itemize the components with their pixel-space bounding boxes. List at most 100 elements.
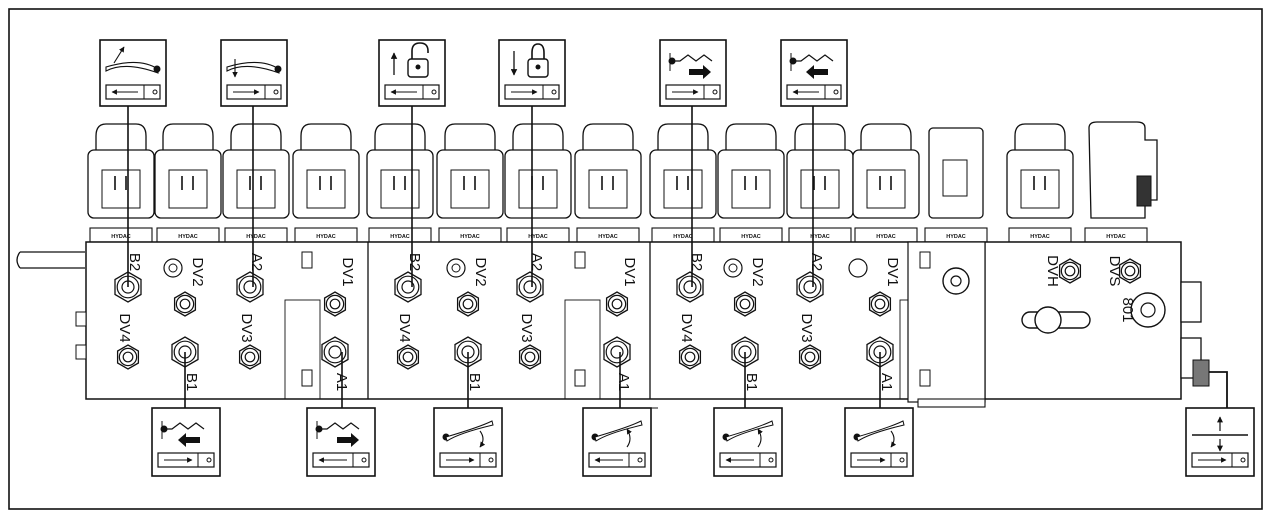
arrow-up-icon (626, 428, 632, 448)
plug (168, 263, 178, 273)
coil-body (154, 149, 222, 219)
side-boss (301, 251, 313, 269)
coil-body (436, 149, 504, 219)
coil-cap (512, 123, 564, 150)
bottom-function-symbol (1185, 407, 1255, 477)
coil-body (717, 149, 785, 219)
port-dv2: DV2 (456, 257, 489, 317)
port-bore (402, 351, 414, 363)
port-label: A1 (615, 373, 632, 391)
arrow-up-icon (757, 428, 763, 448)
coil-body (852, 149, 920, 219)
manifold-recess (284, 299, 321, 400)
top-function-symbol (99, 39, 167, 107)
end-plate-lever-hub (1034, 306, 1062, 334)
coil-cap (374, 123, 426, 150)
top-function-symbol (659, 39, 727, 107)
top-function-symbol (378, 39, 446, 107)
coil-connector (168, 169, 208, 209)
solenoid-coil: HYDAC (786, 123, 854, 243)
top-function-symbol (780, 39, 848, 107)
coil-cap (162, 123, 214, 150)
handle-pin (768, 457, 774, 463)
top-function-symbol (498, 39, 566, 107)
port-dv1: DV1 (605, 257, 638, 317)
port-label: DVS (1106, 256, 1123, 287)
coil-cap (582, 123, 634, 150)
coil-connector (236, 169, 276, 209)
solenoid-coil: HYDAC (852, 123, 920, 243)
coil-brand-label: HYDAC (741, 234, 761, 240)
port-label: B1 (743, 373, 760, 391)
port-label: B2 (688, 253, 705, 271)
plug (451, 263, 461, 273)
coil-brand-label: HYDAC (876, 234, 896, 240)
port-801-bore (1140, 302, 1156, 318)
port-bore (684, 351, 696, 363)
port-bore (523, 280, 537, 294)
port-label: DV3 (518, 313, 535, 342)
port-label: DV1 (621, 257, 638, 286)
handle-pin (206, 457, 212, 463)
coil-connector (663, 169, 703, 209)
port-dv3: DV3 (798, 313, 822, 370)
coil-brand-label: HYDAC (246, 234, 266, 240)
coil-connector (518, 169, 558, 209)
port-bore (804, 351, 816, 363)
port-bore (524, 351, 536, 363)
manifold-block (16, 241, 1228, 414)
coil-cap (230, 123, 282, 150)
plug (848, 258, 868, 278)
folding-arm (793, 54, 834, 62)
coil-brand-label: HYDAC (390, 234, 410, 240)
port-dv4: DV4 (116, 313, 140, 370)
port-dvh: DVH (1044, 255, 1082, 287)
coil-brand-label: HYDAC (460, 234, 480, 240)
coil-cap (794, 123, 846, 150)
handle-pin (899, 457, 905, 463)
port-label: B2 (126, 253, 143, 271)
side-boss (919, 369, 931, 387)
coupling-line (1209, 371, 1228, 414)
handle-pin (833, 89, 839, 95)
fitting (950, 275, 962, 287)
pivot (153, 65, 161, 73)
manifold-recess (564, 299, 601, 400)
port-label: 801 (1119, 297, 1136, 322)
solenoid-coil: HYDAC (222, 123, 290, 243)
port-bore (462, 298, 474, 310)
port-label: DV3 (798, 313, 815, 342)
side-boss (75, 344, 87, 360)
coil-cap (725, 123, 777, 150)
manifold-foot (917, 398, 986, 408)
coil-brand-label: HYDAC (1106, 234, 1126, 240)
diagram-frame (8, 8, 1263, 510)
coil-cap (657, 123, 709, 150)
port-dv1: DV1 (323, 257, 356, 317)
pivot (274, 65, 282, 73)
port-label: DV1 (884, 257, 901, 286)
coil-body (649, 149, 717, 219)
port-label: B2 (406, 253, 423, 271)
manifold-body (85, 241, 1182, 400)
solenoid-coil: HYDAC (717, 123, 785, 243)
port-dvs: DVS (1106, 256, 1142, 287)
boom-section (226, 61, 280, 74)
coil-connector (588, 169, 628, 209)
coil-cap (95, 123, 147, 150)
port-bore (1064, 265, 1076, 277)
port-a2: A2 (236, 253, 265, 303)
coil-cap (860, 123, 912, 150)
coil-body (222, 149, 290, 219)
port-label: B1 (466, 373, 483, 391)
port-label: A2 (808, 253, 825, 271)
boom-section (594, 420, 643, 442)
port-label: B1 (183, 373, 200, 391)
manifold-rod (20, 251, 85, 269)
side-boss (574, 251, 586, 269)
folding-arm (319, 422, 360, 430)
solenoid-coil: HYDAC (292, 123, 360, 243)
port-row: B2DV2A2DV1DV4B1DV3A1B2DV2A2DV1DV4B1DV3A1… (114, 253, 1166, 391)
function-symbols (99, 39, 1255, 477)
